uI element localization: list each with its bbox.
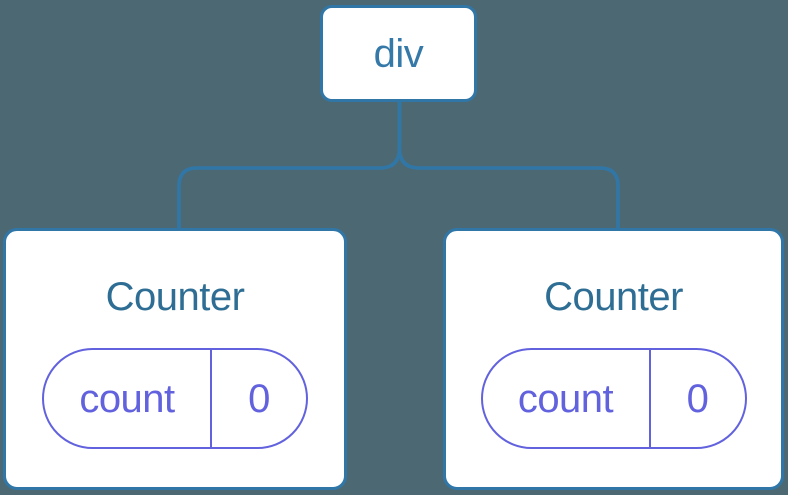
root-node-label: div <box>373 31 424 76</box>
state-key: count <box>79 376 175 421</box>
root-node-div: div <box>320 5 477 102</box>
state-key-cell: count <box>44 350 212 447</box>
connector-left-branch <box>177 102 402 229</box>
counter-node-right: Counter count 0 <box>443 228 784 490</box>
connector-right-branch <box>397 102 620 229</box>
state-value-cell: 0 <box>651 350 745 447</box>
counter-title: Counter <box>105 275 245 319</box>
state-value-cell: 0 <box>212 350 306 447</box>
state-key: count <box>517 376 614 421</box>
state-pill: count 0 <box>42 348 308 449</box>
state-value: 0 <box>686 376 709 421</box>
state-key-cell: count <box>483 350 651 447</box>
state-value: 0 <box>248 376 270 421</box>
counter-title: Counter <box>544 275 683 319</box>
counter-node-left: Counter count 0 <box>3 228 347 490</box>
state-pill: count 0 <box>480 348 747 449</box>
